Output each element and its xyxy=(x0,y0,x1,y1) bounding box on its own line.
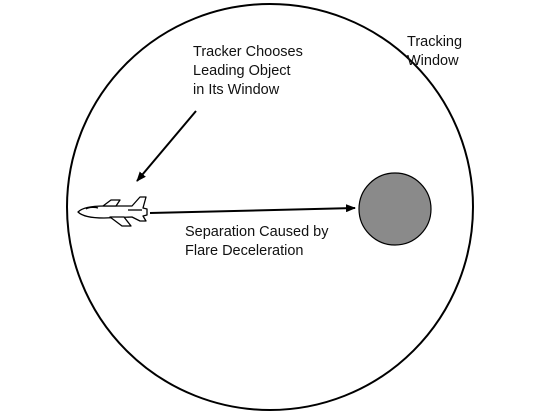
tracking-window-label-line-2: Window xyxy=(407,53,459,69)
separation-label-line-1: Separation Caused by xyxy=(185,224,329,240)
tracker-label: Tracker Chooses Leading Object in Its Wi… xyxy=(193,43,303,100)
tracker-arrow xyxy=(136,110,197,182)
tracker-label-line-1: Tracker Chooses xyxy=(193,44,303,60)
separation-label-line-2: Flare Deceleration xyxy=(185,243,304,259)
tracking-window-label: Tracking Window xyxy=(407,33,462,71)
tracking-window-label-line-1: Tracking xyxy=(407,34,463,50)
tracker-label-line-2: Leading Object xyxy=(193,63,291,79)
separation-label: Separation Caused by Flare Deceleration xyxy=(185,223,329,261)
tracking-window-circle xyxy=(66,3,474,411)
flare-circle xyxy=(358,172,432,246)
aircraft-icon xyxy=(77,196,148,227)
separation-arrow xyxy=(149,204,356,214)
tracker-label-line-3: in Its Window xyxy=(193,82,280,98)
